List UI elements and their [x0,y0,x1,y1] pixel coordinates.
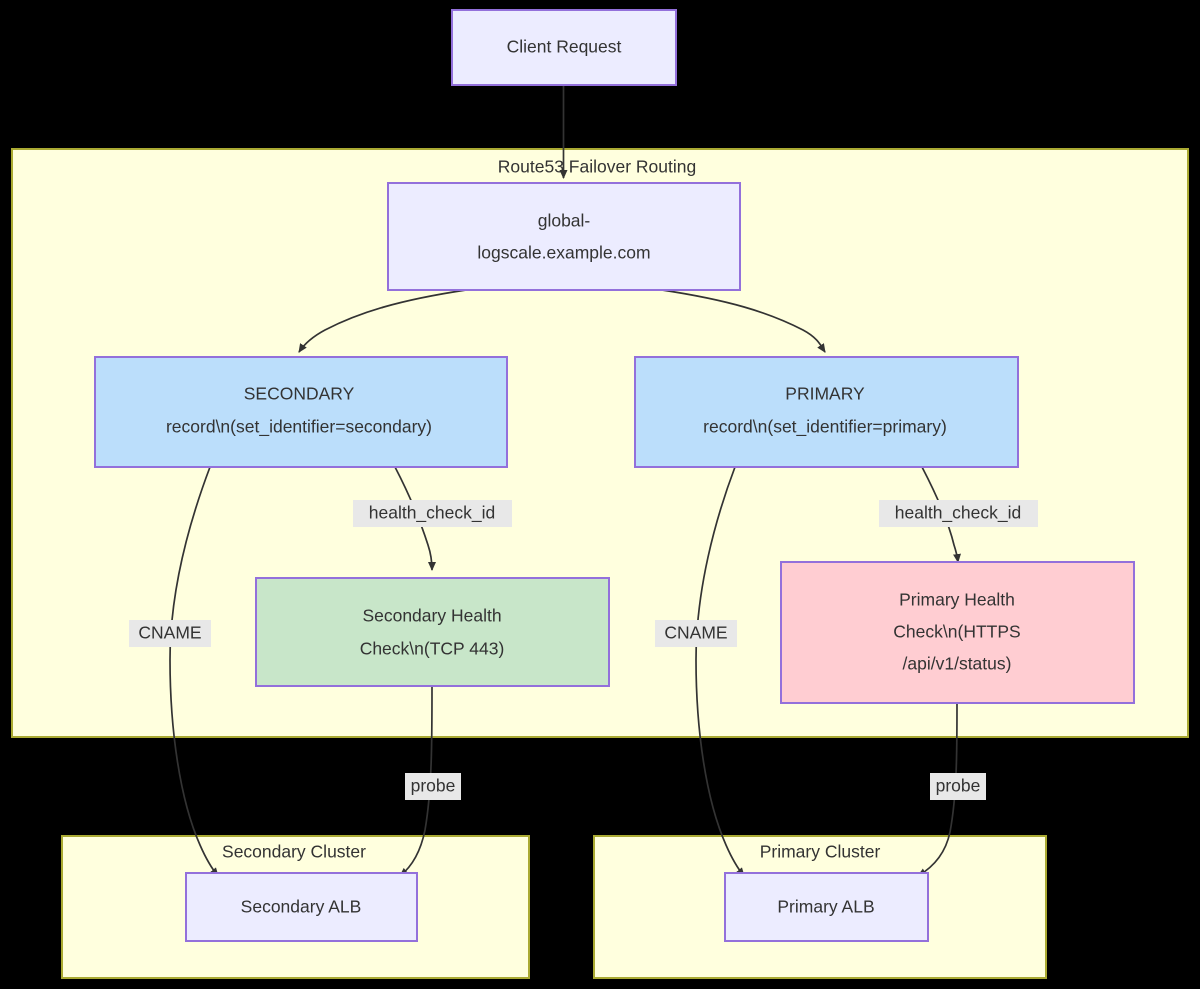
edge-secondary-record-to-secondary-health [394,466,436,571]
node-secondary-health-check-label-line2: Check\n(TCP 443) [360,639,505,659]
node-secondary-record-label-line2: record\n(set_identifier=secondary) [166,417,432,438]
node-primary-record[interactable]: PRIMARY record\n(set_identifier=primary) [634,356,1019,468]
edge-secondary-record-to-secondary-alb [169,466,219,877]
nodes-layer: Client Request global- logscale.example.… [94,9,1135,942]
node-secondary-health-check[interactable]: Secondary Health Check\n(TCP 443) [255,577,610,687]
svg-text:probe: probe [411,776,456,796]
svg-text:CNAME: CNAME [664,623,727,643]
node-domain-label-line1: global- [538,211,591,231]
edge-label-probe-secondary: probe [405,773,461,800]
node-primary-health-check-box[interactable] [780,561,1135,704]
edge-primary-health-to-primary-alb [917,702,958,877]
node-client-request-box[interactable] [451,9,677,86]
cluster-route53-label: Route53 Failover Routing [498,157,696,177]
node-secondary-record[interactable]: SECONDARY record\n(set_identifier=second… [94,356,508,468]
edge-label-cname-secondary: CNAME [129,620,211,647]
svg-text:health_check_id: health_check_id [369,503,495,524]
node-primary-health-check-label-line2: Check\n(HTTPS [893,622,1020,642]
node-client-request[interactable]: Client Request [451,9,677,86]
cluster-secondary-label: Secondary Cluster [222,842,366,862]
node-primary-alb-box[interactable] [724,872,929,942]
node-domain-label-line2: logscale.example.com [477,243,650,263]
cluster-secondary: Secondary Cluster [61,835,530,979]
node-client-request-label: Client Request [507,37,622,57]
node-secondary-health-check-box[interactable] [255,577,610,687]
edge-domain-to-primary-record [661,289,826,353]
node-domain[interactable]: global- logscale.example.com [387,182,741,291]
node-secondary-record-box[interactable] [94,356,508,468]
edge-label-cname-primary: CNAME [655,620,737,647]
node-primary-record-label-line2: record\n(set_identifier=primary) [703,417,947,438]
edge-label-probe-primary: probe [930,773,986,800]
edges-layer [169,85,961,877]
node-primary-alb[interactable]: Primary ALB [724,872,929,942]
node-domain-box[interactable] [387,182,741,291]
edge-primary-record-to-primary-alb [695,466,745,877]
node-primary-health-check-label-line3: /api/v1/status) [903,654,1012,674]
node-secondary-alb-label: Secondary ALB [241,897,362,917]
node-secondary-alb-box[interactable] [185,872,418,942]
edge-label-health-check-id-secondary: health_check_id [353,500,512,527]
cluster-secondary-box [61,835,530,979]
svg-text:CNAME: CNAME [138,623,201,643]
node-primary-record-label-line1: PRIMARY [785,384,865,404]
node-primary-health-check[interactable]: Primary Health Check\n(HTTPS /api/v1/sta… [780,561,1135,704]
cluster-primary-label: Primary Cluster [760,842,881,862]
node-secondary-health-check-label-line1: Secondary Health [362,606,501,626]
svg-text:probe: probe [936,776,981,796]
node-secondary-record-label-line1: SECONDARY [244,384,355,404]
node-primary-alb-label: Primary ALB [777,897,874,917]
edge-domain-to-secondary-record [298,289,467,353]
svg-text:health_check_id: health_check_id [895,503,1021,524]
edge-label-health-check-id-primary: health_check_id [879,500,1038,527]
node-primary-record-box[interactable] [634,356,1019,468]
node-primary-health-check-label-line1: Primary Health [899,590,1015,610]
node-secondary-alb[interactable]: Secondary ALB [185,872,418,942]
edge-secondary-health-to-secondary-alb [399,686,433,877]
edge-primary-record-to-primary-health [921,466,961,563]
edge-labels-layer: CNAME health_check_id CNAME health_check… [129,500,1038,800]
